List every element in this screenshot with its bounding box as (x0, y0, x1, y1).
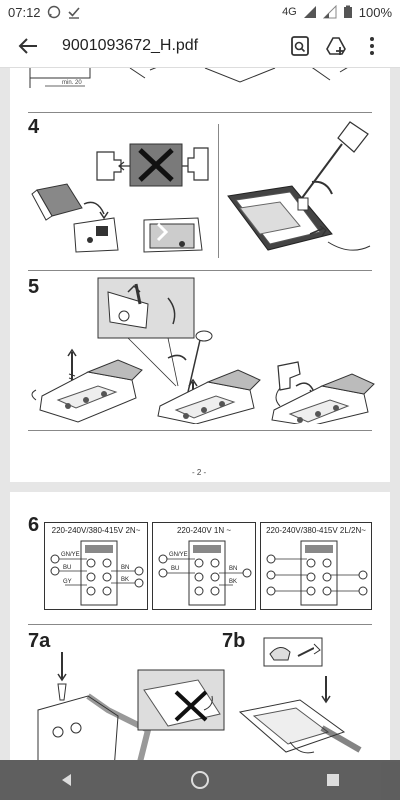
square-recents-icon (327, 774, 340, 786)
wiring-panel-2n: 220-240V/380-415V 2N~ GN/YE BU BN GY BK (44, 522, 148, 610)
wire-label: BK (121, 577, 129, 583)
wiring-caption: 220-240V 1N ~ (176, 526, 232, 535)
section-divider (28, 270, 372, 271)
step-7a-number: 7a (28, 630, 51, 652)
nav-back-button[interactable] (47, 765, 87, 795)
search-document-icon (291, 35, 309, 56)
system-navigation-bar (0, 760, 400, 800)
pdf-page-3: 6 220-240V/380-415V 2N~ GN/YE BU BN (10, 492, 390, 760)
step-7b-illustration (238, 637, 362, 754)
document-title: 9001093672_H.pdf (62, 36, 199, 54)
check-icon (67, 7, 80, 19)
terminal-block-diagram: GN/YE BU BN BK (158, 540, 252, 606)
add-to-drive-button[interactable] (318, 28, 354, 64)
dimension-label: min. 20 (62, 80, 82, 86)
pdf-page-2: min. 20 4 (10, 68, 390, 482)
back-button[interactable] (10, 28, 46, 64)
step-4-right-illustration (227, 121, 371, 251)
battery-icon (343, 5, 352, 18)
step-7b-number: 7b (222, 630, 246, 652)
terminal-block-diagram (266, 540, 368, 606)
page-number: - 2 - (192, 468, 207, 477)
step-4-left-illustration (31, 143, 209, 253)
step-4-number: 4 (28, 116, 40, 138)
circle-home-icon (190, 771, 209, 789)
step-4-divider (218, 124, 219, 258)
step-6-number: 6 (28, 514, 40, 536)
wire-label: GN/YE (61, 552, 80, 558)
section-divider (28, 112, 372, 113)
wire-label: GY (63, 579, 72, 585)
wire-label: BU (171, 566, 179, 572)
more-vert-icon (370, 36, 374, 55)
wiring-panel-2l2n: 220-240V/380-415V 2L/2N~ (260, 522, 372, 610)
section-divider (28, 430, 372, 431)
arrow-left-icon (18, 37, 37, 54)
terminal-block-diagram: GN/YE BU BN GY BK (50, 540, 144, 606)
wire-label: BK (229, 579, 237, 585)
pdf-viewer[interactable]: min. 20 4 (0, 68, 400, 760)
nav-home-button[interactable] (180, 765, 220, 795)
wire-label: GN/YE (169, 552, 188, 558)
wiring-panel-1n: 220-240V 1N ~ GN/YE BU BN BK (152, 522, 256, 610)
search-button[interactable] (282, 28, 318, 64)
battery-level: 100% (358, 4, 392, 20)
wire-label: BN (229, 566, 237, 572)
status-bar: 07:12 4G 100% (0, 0, 400, 24)
triangle-back-icon (61, 774, 71, 786)
clock: 07:12 (8, 4, 41, 20)
wiring-caption: 220-240V/380-415V 2L/2N~ (266, 526, 366, 535)
wire-label: BU (63, 565, 71, 571)
wire-label: BN (121, 565, 129, 571)
more-options-button[interactable] (354, 28, 390, 64)
whatsapp-icon (47, 5, 60, 19)
signal-weak-icon (322, 5, 337, 19)
step-5-illustration (31, 277, 375, 424)
app-toolbar: 9001093672_H.pdf (0, 24, 400, 68)
wiring-caption: 220-240V/380-415V 2N~ (51, 526, 141, 535)
step-5-number: 5 (28, 276, 40, 298)
drive-add-icon (326, 36, 346, 55)
step-3-illustration-partial (29, 68, 348, 88)
nav-recents-button[interactable] (313, 765, 353, 795)
network-label: 4G (282, 6, 297, 18)
section-divider (28, 624, 372, 625)
step-7a-illustration (37, 652, 225, 760)
signal-icon (303, 6, 316, 18)
